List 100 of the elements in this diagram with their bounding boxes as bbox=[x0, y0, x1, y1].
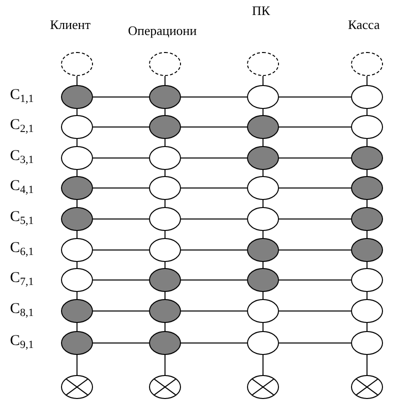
connector-line bbox=[366, 230, 368, 238]
filled-circle bbox=[149, 299, 181, 323]
connector-line bbox=[164, 262, 166, 268]
crossed-circle bbox=[351, 375, 383, 399]
crossed-circle bbox=[61, 375, 93, 399]
filled-circle bbox=[247, 238, 279, 262]
crossed-circle bbox=[247, 375, 279, 399]
connector-line bbox=[92, 218, 150, 220]
row-label: C$_{9,1}$ bbox=[10, 334, 34, 349]
column-heading: ПК bbox=[252, 4, 270, 17]
empty-circle bbox=[247, 207, 279, 231]
filled-circle bbox=[149, 331, 181, 355]
connector-line bbox=[76, 200, 78, 208]
connector-line bbox=[164, 292, 166, 300]
filled-circle bbox=[61, 85, 93, 109]
connector-line bbox=[278, 96, 352, 98]
connector-line bbox=[278, 218, 352, 220]
connector-line bbox=[92, 310, 150, 312]
empty-circle bbox=[351, 299, 383, 323]
row-label: C$_{2,1}$ bbox=[10, 118, 34, 133]
connector-line bbox=[76, 76, 78, 86]
connector-line bbox=[262, 292, 264, 300]
connector-line bbox=[262, 354, 264, 376]
connector-line bbox=[92, 126, 150, 128]
connector-line bbox=[366, 76, 368, 86]
filled-circle bbox=[61, 207, 93, 231]
empty-circle bbox=[149, 207, 181, 231]
connector-line bbox=[164, 138, 166, 146]
connector-line bbox=[76, 108, 78, 116]
connector-line bbox=[180, 342, 248, 344]
connector-line bbox=[366, 262, 368, 268]
empty-circle bbox=[351, 85, 383, 109]
connector-line bbox=[180, 218, 248, 220]
connector-line bbox=[180, 310, 248, 312]
connector-line bbox=[366, 200, 368, 208]
row-label: C$_{4,1}$ bbox=[10, 179, 34, 194]
empty-circle bbox=[61, 268, 93, 292]
filled-circle bbox=[351, 146, 383, 170]
connector-line bbox=[366, 322, 368, 332]
connector-line bbox=[366, 108, 368, 116]
connector-line bbox=[164, 170, 166, 176]
filled-circle bbox=[61, 176, 93, 200]
connector-line bbox=[180, 96, 248, 98]
empty-circle bbox=[351, 268, 383, 292]
empty-circle bbox=[351, 331, 383, 355]
connector-line bbox=[262, 138, 264, 146]
row-label: C$_{5,1}$ bbox=[10, 210, 34, 225]
empty-circle bbox=[247, 331, 279, 355]
connector-line bbox=[262, 262, 264, 268]
row-label: C$_{6,1}$ bbox=[10, 241, 34, 256]
filled-circle bbox=[351, 207, 383, 231]
empty-circle bbox=[247, 85, 279, 109]
connector-line bbox=[164, 108, 166, 116]
filled-circle bbox=[61, 331, 93, 355]
filled-circle bbox=[351, 176, 383, 200]
empty-circle bbox=[61, 146, 93, 170]
connector-line bbox=[76, 138, 78, 146]
connector-line bbox=[366, 138, 368, 146]
filled-circle bbox=[247, 115, 279, 139]
connector-line bbox=[164, 200, 166, 208]
row-label: C$_{8,1}$ bbox=[10, 302, 34, 317]
connector-line bbox=[278, 310, 352, 312]
filled-circle bbox=[61, 299, 93, 323]
filled-circle bbox=[149, 85, 181, 109]
filled-circle bbox=[247, 146, 279, 170]
connector-line bbox=[76, 262, 78, 268]
connector-line bbox=[262, 200, 264, 208]
connector-line bbox=[164, 354, 166, 376]
connector-line bbox=[262, 76, 264, 86]
filled-circle bbox=[351, 238, 383, 262]
connector-line bbox=[366, 170, 368, 176]
connector-line bbox=[76, 170, 78, 176]
connector-line bbox=[92, 96, 150, 98]
filled-circle bbox=[149, 115, 181, 139]
connector-line bbox=[76, 322, 78, 332]
connector-line bbox=[164, 322, 166, 332]
filled-circle bbox=[149, 268, 181, 292]
filled-circle bbox=[247, 268, 279, 292]
column-heading: Операциони bbox=[128, 24, 197, 37]
connector-line bbox=[76, 292, 78, 300]
connector-line bbox=[366, 292, 368, 300]
crossed-circle bbox=[149, 375, 181, 399]
empty-circle bbox=[149, 146, 181, 170]
empty-circle bbox=[149, 176, 181, 200]
connector-line bbox=[180, 126, 248, 128]
empty-circle bbox=[247, 299, 279, 323]
connector-line bbox=[262, 108, 264, 116]
connector-line bbox=[92, 342, 150, 344]
empty-circle bbox=[61, 238, 93, 262]
row-label: C$_{7,1}$ bbox=[10, 271, 34, 286]
row-label: C$_{1,1}$ bbox=[10, 88, 34, 103]
connector-line bbox=[278, 126, 352, 128]
connector-line bbox=[262, 322, 264, 332]
connector-line bbox=[262, 230, 264, 238]
empty-circle bbox=[61, 115, 93, 139]
column-heading: Клиент bbox=[50, 18, 91, 31]
empty-circle bbox=[351, 115, 383, 139]
connector-line bbox=[262, 170, 264, 176]
connector-line bbox=[164, 230, 166, 238]
connector-line bbox=[366, 354, 368, 376]
